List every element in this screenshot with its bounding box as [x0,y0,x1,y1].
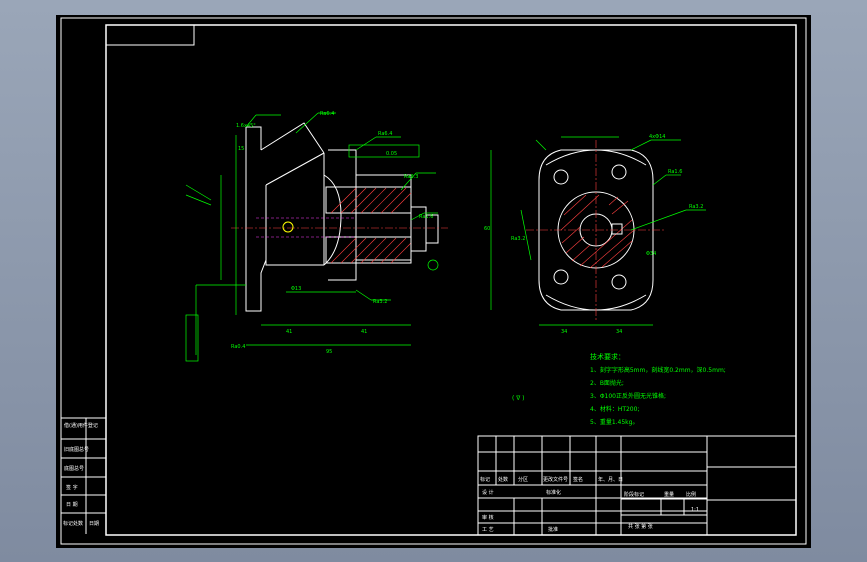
rough-1: Ra6.4 [378,131,392,137]
tech-title: 技术要求： [590,352,625,361]
tech-item-4: 5、重量1.45kg。 [590,418,638,426]
rough-7: Ra3.2 [689,204,703,210]
rough-5: Ra0.4 [231,344,245,350]
drawing-sheet[interactable]: 借(通)用件登记 旧底图总号 底图总号 签 字 日 期 标记处数 日期 [56,15,811,548]
left-panel-bottom-1: 日期 [89,521,99,527]
roughness-note: ( ∇ ) [512,395,525,402]
rough-4: Ra3.2 [373,299,387,305]
rough-8: Ra3.2 [511,236,525,242]
left-panel-row-0: 借(通)用件登记 [64,422,98,429]
tb-stage-1: 重量 [664,491,674,498]
tech-item-2: 3、Φ100正反外圆无光锥格; [590,392,666,400]
tb-review: 审 核 [482,514,494,521]
title-block-text: 标记 处数 分区 更改文件号 签名 年、月、日 设 计 标准化 审 核 工 艺 … [480,476,699,533]
dim-d10: 4xΦ14 [649,134,665,140]
tech-item-3: 4、材料：HT200; [590,405,639,413]
dim-d3: 41 [286,329,292,335]
outer-border [60,17,807,545]
front-view: 60 34 34 4xΦ14 Ra1.6 Ra3.2 Ra3.2 Φ34 [484,134,706,335]
dim-d12: 0.05 [386,151,397,157]
dim-d9: 34 [616,329,622,335]
dim-d1: 1.6x45° [236,123,256,129]
tb-approve: 批准 [548,526,558,533]
tb-header-0: 标记 [480,476,490,483]
dim-d8: 34 [561,329,567,335]
left-panel-row-1: 旧底图总号 [64,446,89,453]
tb-header-3: 更改文件号 [543,476,568,483]
left-panel-row-4: 日 期 [66,502,78,508]
drawing-canvas: 借(通)用件登记 旧底图总号 底图总号 签 字 日 期 标记处数 日期 [60,17,807,545]
tb-stage-0: 阶段标记 [624,491,644,498]
tb-design: 设 计 [482,489,494,496]
top-left-box [105,24,195,46]
dim-d11: Φ34 [646,251,656,257]
tb-header-4: 签名 [573,476,583,483]
left-panel: 借(通)用件登记 旧底图总号 底图总号 签 字 日 期 标记处数 日期 [61,417,106,534]
title-block [477,435,797,536]
inner-frame [105,24,797,536]
rough-6: Ra1.6 [668,169,682,175]
dim-d4: 41 [361,329,367,335]
rough-2: Ra6.3 [404,174,418,180]
tb-header-1: 处数 [498,476,508,483]
tb-scale: 1:1 [691,507,699,513]
dim-d7: 60 [484,226,490,232]
tb-standard: 标准化 [546,489,561,496]
left-panel-bottom-0: 标记处数 [63,520,83,527]
dim-d6: Φ13 [291,286,301,292]
rough-0: Ra6.4 [320,111,334,117]
dim-d2: 15 [238,146,244,152]
tb-sheet-info: 共 张 第 张 [628,523,653,530]
tb-process: 工 艺 [482,527,494,533]
dim-d5: 95 [326,349,332,355]
tech-item-0: 1、刻字字形高5mm，刻线宽0.2mm，深0.5mm; [590,366,726,374]
tb-stage-2: 比例 [686,491,696,498]
rough-3: Ra1.6 [419,214,433,220]
tech-item-1: 2、B面抛光; [590,379,624,387]
left-panel-row-3: 签 字 [66,484,78,491]
tb-header-5: 年、月、日 [598,476,623,483]
side-view: 1.6x45° Ra6.4 Ra6.4 Ra6.3 Ra1.6 Ra3.2 Ra… [185,111,448,362]
left-panel-row-2: 底图总号 [64,465,84,472]
tech-requirements: 技术要求： 1、刻字字形高5mm，刻线宽0.2mm，深0.5mm; 2、B面抛光… [590,352,726,426]
tb-header-2: 分区 [518,476,528,483]
